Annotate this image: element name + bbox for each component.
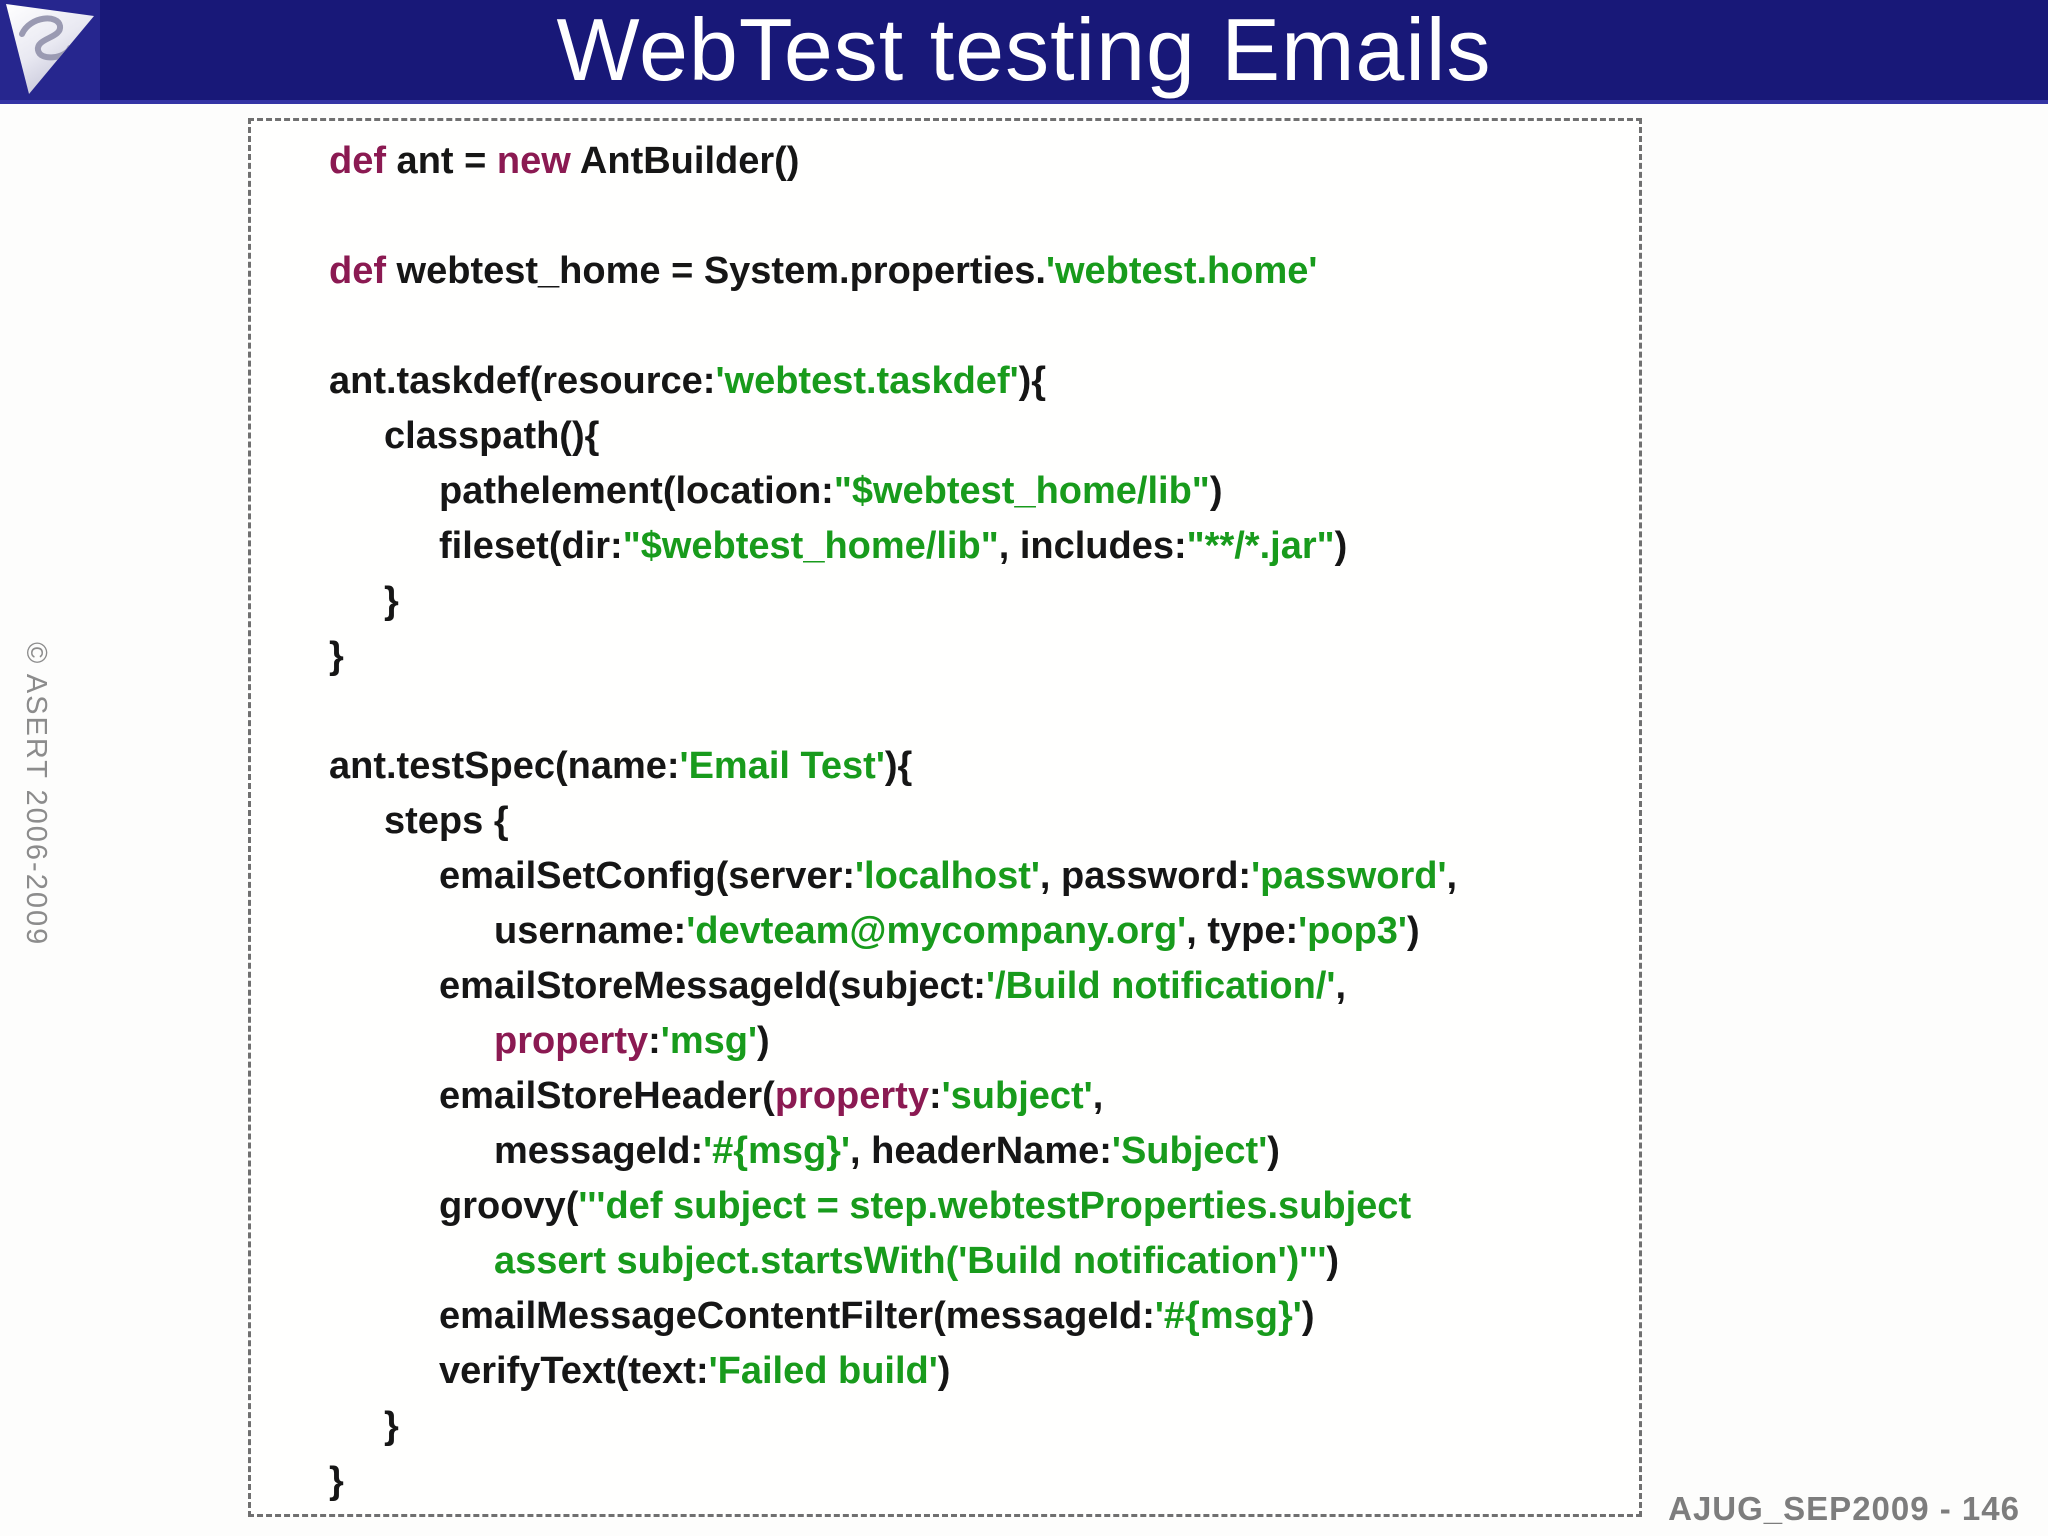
code-string: '#{msg}' [1154,1295,1302,1337]
code-keyword: property [774,1075,929,1117]
code-keyword: property [494,1020,649,1062]
code-text: classpath(){ [384,415,600,457]
code-keyword: new [496,140,571,182]
code-text: verifyText(text: [439,1350,709,1392]
code-line: ant.taskdef(resource:'webtest.taskdef'){ [329,354,1625,409]
code-line: groovy('''def subject = step.webtestProp… [329,1179,1625,1234]
code-text: , includes: [998,525,1187,567]
code-string: '''def subject = step.webtestProperties.… [578,1185,1412,1227]
asert-logo [0,0,100,100]
slide-title: WebTest testing Emails [556,0,1492,99]
code-line [329,189,1625,244]
code-text: } [329,1460,344,1502]
code-string: 'subject' [941,1075,1093,1117]
code-text: , headerName: [850,1130,1112,1172]
code-text: ant = [386,140,497,182]
code-string: '/Build notification/' [985,965,1336,1007]
code-text: } [329,635,344,677]
code-string: 'password' [1251,855,1447,897]
code-block: def ant = new AntBuilder() def webtest_h… [248,118,1642,1517]
code-text: ) [1326,1240,1340,1282]
code-text: emailSetConfig(server: [439,855,856,897]
code-text: } [384,1405,399,1447]
code-text: steps { [384,800,509,842]
code-line [329,299,1625,354]
header-bar: WebTest testing Emails [0,0,2048,104]
code-string: "$webtest_home/lib" [622,525,999,567]
code-text: groovy( [439,1185,579,1227]
code-text: ) [1267,1130,1280,1172]
code-text: webtest_home = System.properties. [386,250,1046,292]
code-text: ant.taskdef(resource: [329,360,716,402]
code-text: , [1446,855,1458,897]
code-line: def ant = new AntBuilder() [329,134,1625,189]
code-string: "$webtest_home/lib" [833,470,1210,512]
code-line: } [329,1399,1625,1454]
code-string: 'webtest.home' [1045,250,1318,292]
code-string: 'Failed build' [708,1350,938,1392]
code-line: } [329,1454,1625,1509]
code-line: emailStoreHeader(property:'subject', [329,1069,1625,1124]
code-string: 'msg' [660,1020,758,1062]
code-string: 'webtest.taskdef' [715,360,1019,402]
code-line: emailStoreMessageId(subject:'/Build noti… [329,959,1625,1014]
code-string: 'Subject' [1111,1130,1268,1172]
code-line: emailMessageContentFilter(messageId:'#{m… [329,1289,1625,1344]
code-line: } [329,574,1625,629]
code-text: AntBuilder() [570,140,800,182]
code-text: ) [1406,910,1420,952]
code-line: messageId:'#{msg}', headerName:'Subject'… [329,1124,1625,1179]
code-text: emailStoreHeader( [439,1075,775,1117]
code-string: 'Email Test' [679,745,885,787]
code-text: ) [937,1350,951,1392]
code-string: "**/*.jar" [1186,525,1335,567]
code-line: username:'devteam@mycompany.org', type:'… [329,904,1625,959]
code-line: pathelement(location:"$webtest_home/lib"… [329,464,1625,519]
code-text: ) [1334,525,1348,567]
code-string: 'pop3' [1298,910,1407,952]
code-text: emailStoreMessageId(subject: [439,965,986,1007]
code-text: emailMessageContentFilter(messageId: [439,1295,1155,1337]
code-line: def webtest_home = System.properties.'we… [329,244,1625,299]
copyright-text: © ASERT 2006-2009 [20,642,52,947]
code-line: emailSetConfig(server:'localhost', passw… [329,849,1625,904]
code-line: classpath(){ [329,409,1625,464]
code-keyword: def [329,250,386,292]
code-line [329,684,1625,739]
code-line: assert subject.startsWith('Build notific… [329,1234,1625,1289]
code-text: ) [1301,1295,1315,1337]
code-text: pathelement(location: [439,470,834,512]
code-text: messageId: [494,1130,704,1172]
code-line: ant.testSpec(name:'Email Test'){ [329,739,1625,794]
code-text: ) [757,1020,770,1062]
code-string: assert subject.startsWith('Build notific… [494,1240,1327,1282]
code-text: : [928,1075,942,1117]
code-string: '#{msg}' [703,1130,851,1172]
code-line: verifyText(text:'Failed build') [329,1344,1625,1399]
code-text: , [1335,965,1347,1007]
code-text: fileset(dir: [439,525,623,567]
code-text: ){ [884,745,913,787]
code-text: , password: [1039,855,1252,897]
code-text: ){ [1018,360,1047,402]
code-text: ) [1209,470,1223,512]
code-line: property:'msg') [329,1014,1625,1069]
asert-logo-icon [6,4,94,94]
code-text: , type: [1186,910,1299,952]
code-text: ant.testSpec(name: [329,745,680,787]
code-text: : [648,1020,661,1062]
code-line: fileset(dir:"$webtest_home/lib", include… [329,519,1625,574]
code-keyword: def [329,140,386,182]
code-string: 'localhost' [855,855,1040,897]
slide-reference: AJUG_SEP2009 - 146 [1668,1490,2020,1527]
code-line: } [329,629,1625,684]
code-string: 'devteam@mycompany.org' [686,910,1187,952]
code-text: username: [494,910,687,952]
code-text: , [1092,1075,1104,1117]
code-text: } [384,580,399,622]
code-line: steps { [329,794,1625,849]
